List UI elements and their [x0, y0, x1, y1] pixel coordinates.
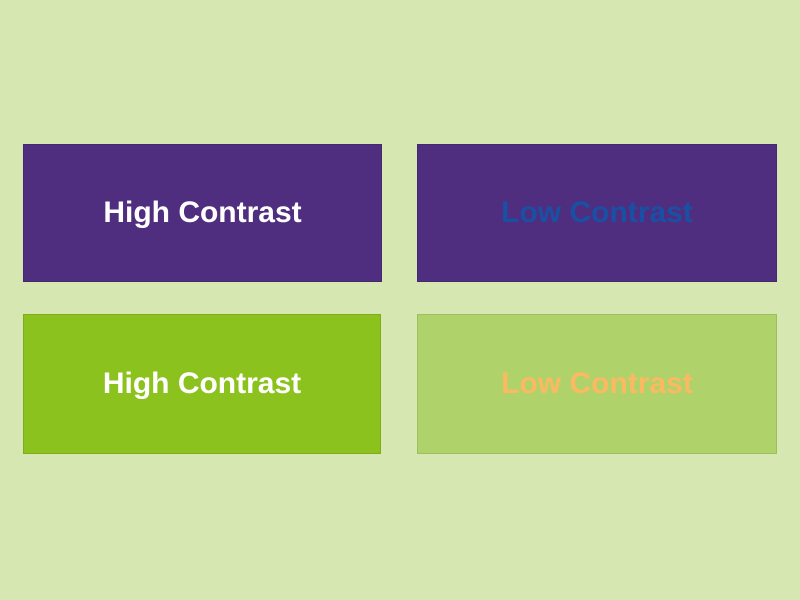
panel-label-high-contrast-green: High Contrast — [102, 367, 302, 400]
contrast-panel-top-right: Low Contrast — [417, 144, 777, 282]
contrast-panel-top-left: High Contrast — [23, 144, 382, 282]
panel-label-high-contrast-purple: High Contrast — [103, 196, 302, 229]
panel-label-low-contrast-green: Low Contrast — [501, 367, 693, 400]
panel-label-low-contrast-purple: Low Contrast — [501, 196, 693, 229]
contrast-panel-bottom-right: Low Contrast — [417, 314, 777, 454]
contrast-panel-bottom-left: High Contrast — [23, 314, 381, 454]
